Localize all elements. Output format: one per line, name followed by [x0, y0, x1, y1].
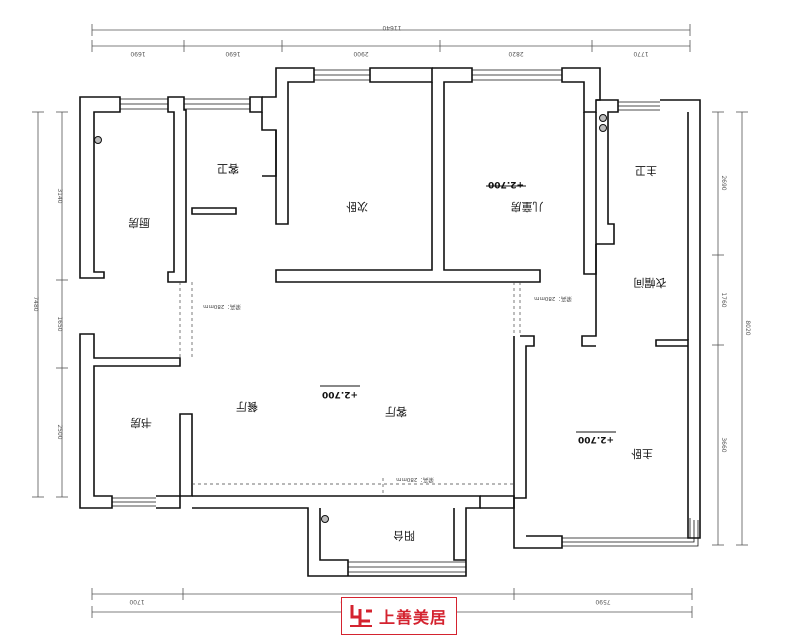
room-label-cloakroom: 衣帽间 — [634, 276, 667, 290]
svg-text:+2.700: +2.700 — [488, 179, 524, 189]
room-label-kids-room: 儿童房 — [511, 200, 544, 214]
brand-logo: 上善美居 — [341, 597, 457, 635]
dim-left-3: 2500 — [56, 424, 63, 439]
elevation-marker-dining: +2.700 — [320, 385, 360, 399]
svg-text:+2.700: +2.700 — [322, 389, 358, 399]
dim-top-total: 11640 — [382, 24, 401, 31]
room-label-living: 客厅 — [385, 405, 407, 419]
room-label-guest-bath: 客卫 — [217, 162, 239, 176]
pipe-icons — [94, 114, 607, 523]
room-label-bedroom: 次卧 — [346, 200, 368, 214]
elevation-marker-master-bedroom: +2.700 — [576, 431, 616, 444]
beam-note-living: 梁高：280mm — [396, 476, 434, 484]
room-label-master-bath: 主卫 — [635, 164, 657, 177]
dim-left-total: 7480 — [32, 296, 39, 311]
beam-lines — [179, 282, 521, 496]
elevation-marker-kids-room: +2.700 — [486, 179, 526, 189]
pipe-icon — [94, 136, 102, 144]
walls — [79, 67, 701, 577]
dim-right-2: 1760 — [720, 292, 727, 307]
dim-top-2: 1690 — [225, 50, 240, 57]
dim-bottom-1: 1700 — [129, 598, 144, 605]
beam-note-master: 梁高：280mm — [534, 295, 572, 303]
svg-text:+2.700: +2.700 — [578, 434, 614, 444]
room-label-balcony: 阳台 — [393, 529, 415, 543]
dim-left-2: 1650 — [56, 316, 63, 331]
room-label-master-bedroom: 主卧 — [631, 447, 653, 460]
room-label-kitchen: 厨房 — [128, 216, 150, 229]
room-label-study: 书房 — [130, 416, 152, 429]
dim-top-4: 2820 — [508, 50, 523, 57]
dim-top-5: 1770 — [633, 50, 648, 57]
dim-right-3: 3660 — [720, 437, 727, 452]
dim-bottom-3: 7590 — [595, 598, 610, 605]
brand-name: 上善美居 — [379, 608, 448, 627]
pipe-icon — [599, 114, 607, 122]
pipe-icon — [599, 124, 607, 132]
room-label-dining: 餐厅 — [236, 400, 258, 414]
dim-right-total: 8020 — [744, 320, 751, 335]
windows — [112, 69, 699, 573]
elevation-markers: +2.700 +2.700 +2.700 — [320, 179, 616, 444]
dim-left-1: 3140 — [56, 188, 63, 203]
dim-top-3: 2900 — [353, 50, 368, 57]
dim-right-1: 2690 — [720, 175, 727, 190]
dimension-lines — [32, 24, 748, 618]
dim-top-1: 1690 — [130, 50, 145, 57]
brand-mark-icon — [350, 605, 372, 627]
beam-note-dining: 梁高：280mm — [203, 303, 241, 311]
pipe-icon — [321, 515, 329, 523]
